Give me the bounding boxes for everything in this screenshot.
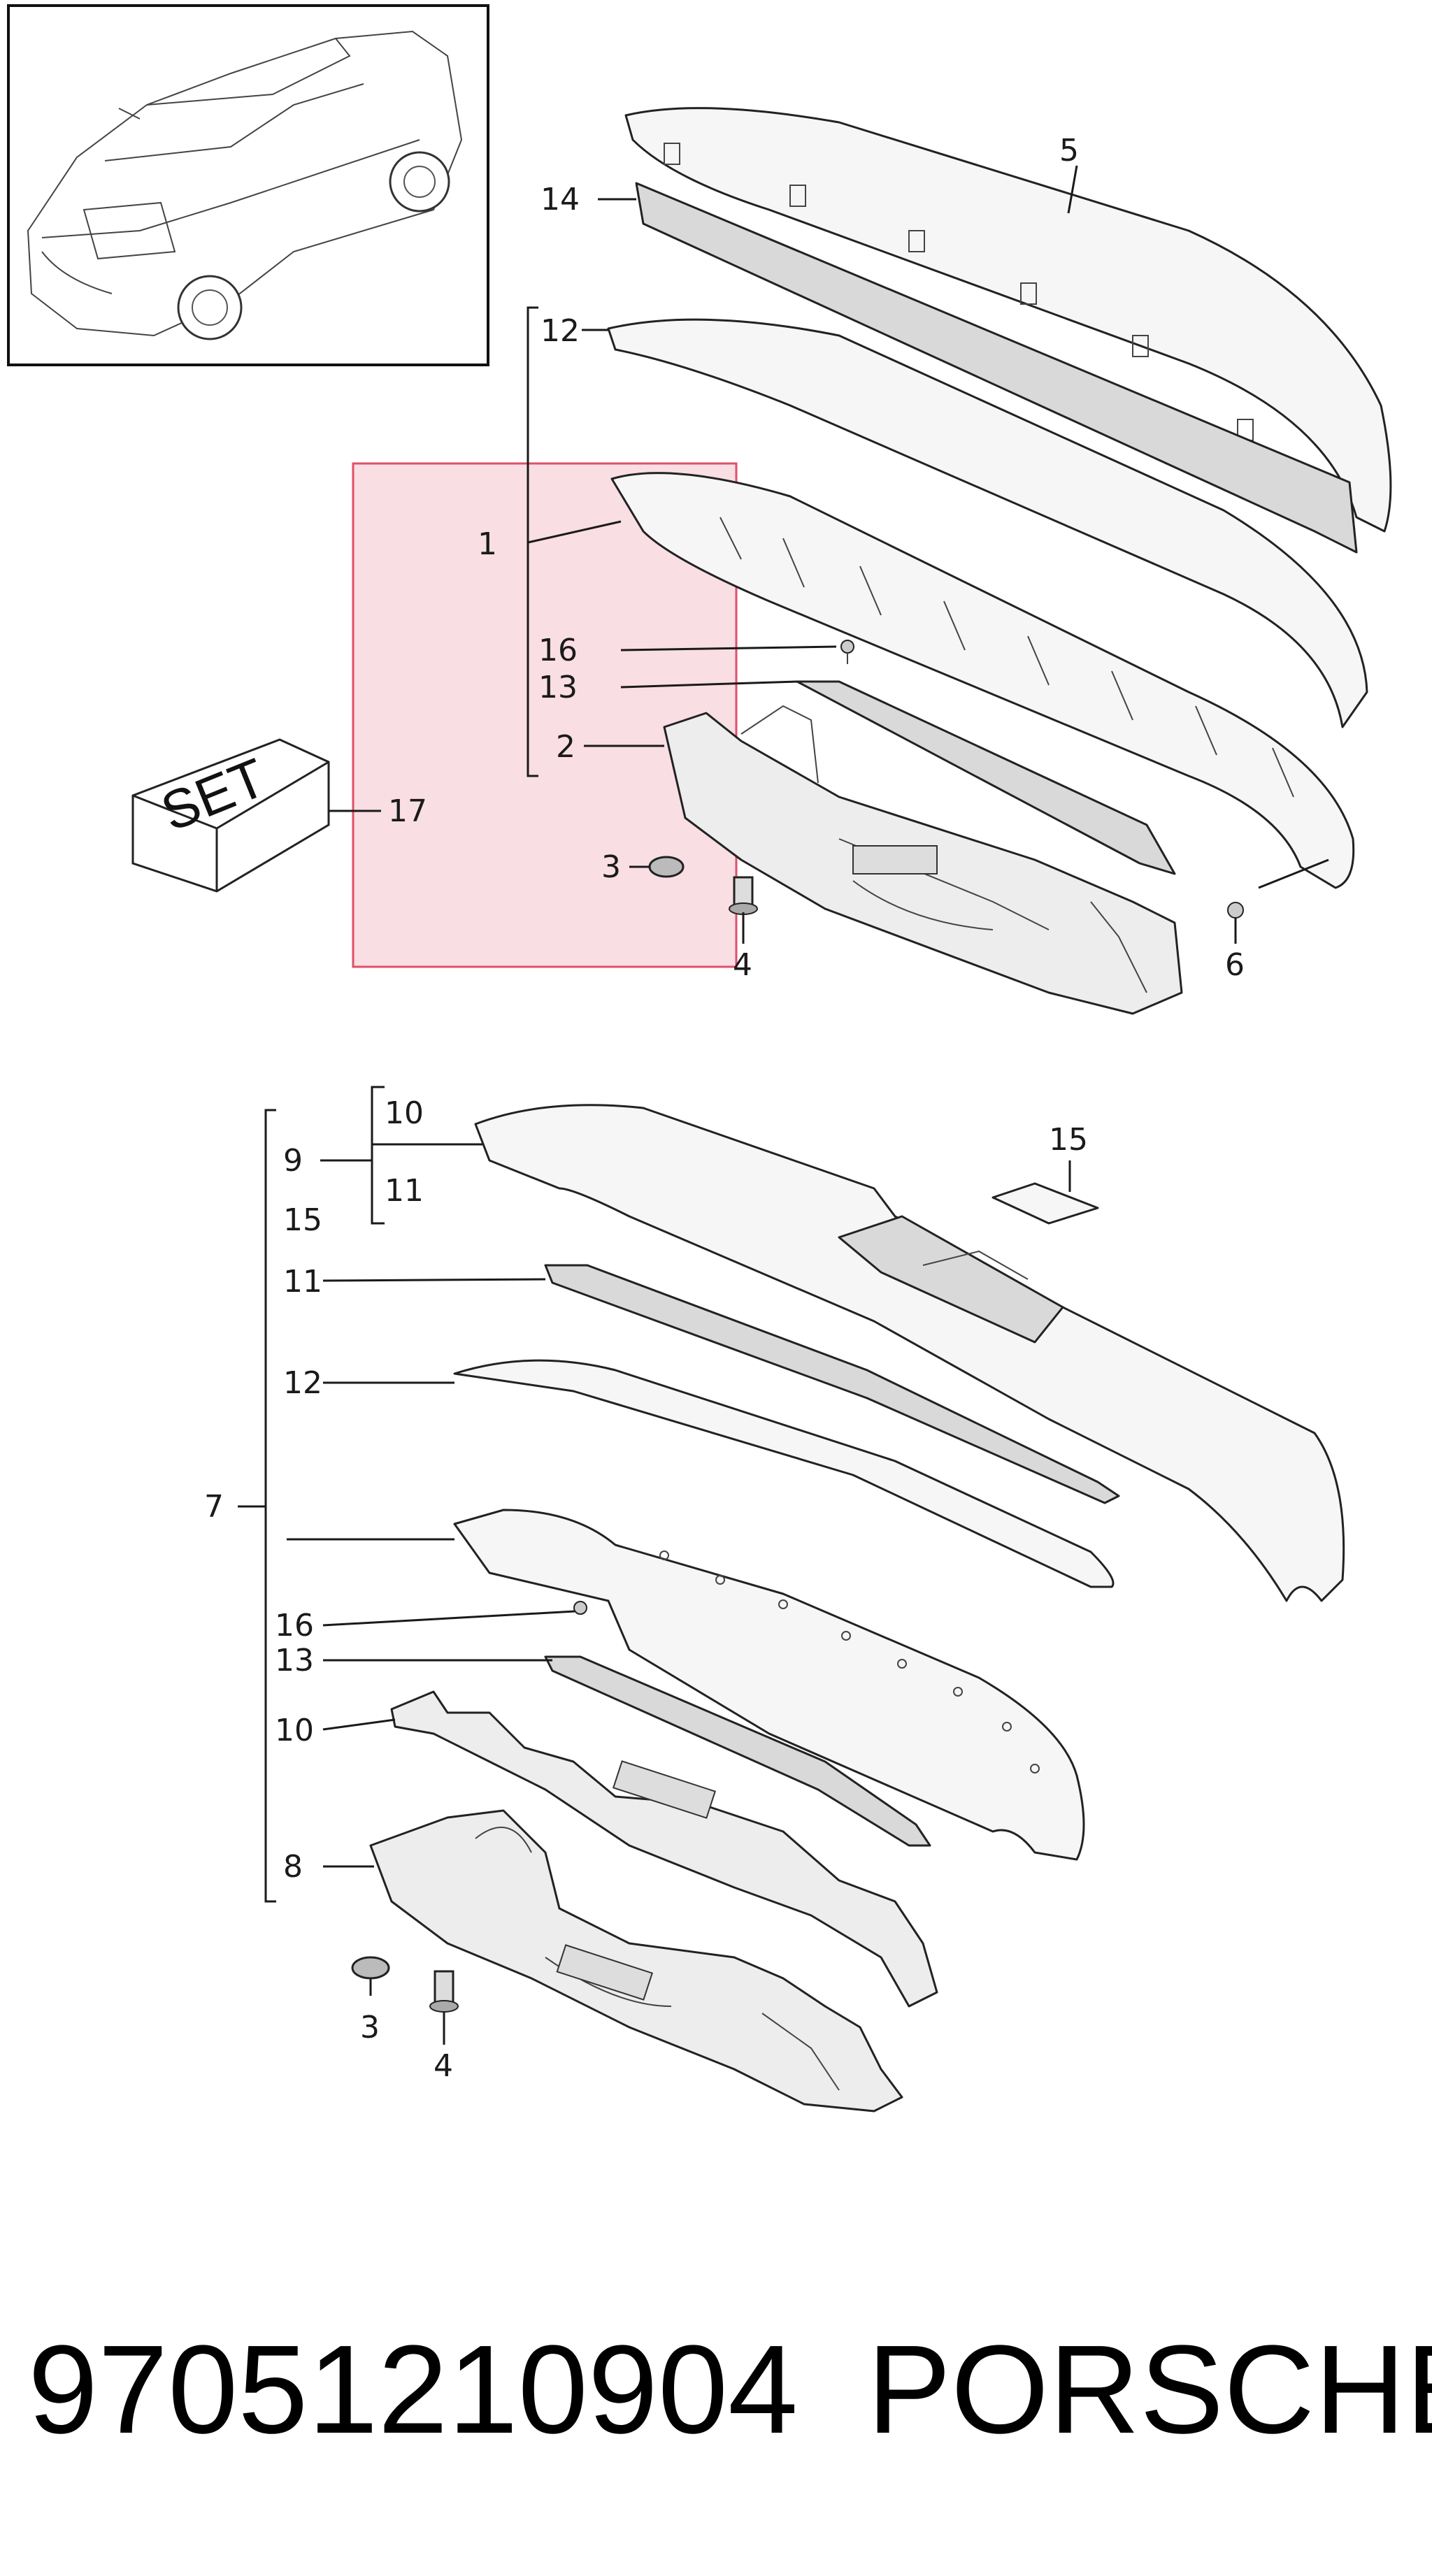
part-14-seal-strip bbox=[635, 182, 1358, 554]
part-5-spoiler-cover bbox=[624, 107, 1392, 533]
callout-15-right: 15 bbox=[1049, 1122, 1088, 1158]
callout-13: 13 bbox=[538, 670, 578, 705]
footer-brand: PORSCHE bbox=[867, 2319, 1432, 2460]
part-2-mechanism bbox=[663, 705, 1183, 1015]
part-13-bottom-strip bbox=[544, 1655, 931, 1847]
callout-15-left: 15 bbox=[283, 1202, 322, 1238]
top-assembly: SET bbox=[131, 107, 1392, 1015]
part-12-bottom-panel bbox=[453, 1359, 1115, 1588]
part-9-center-panel bbox=[838, 1215, 1064, 1344]
part-3-bottom-grommet bbox=[351, 1956, 390, 1996]
callout-12-bottom: 12 bbox=[283, 1365, 322, 1401]
car-thumbnail bbox=[7, 4, 489, 366]
callout-9: 9 bbox=[283, 1143, 303, 1179]
part-12-inner-panel bbox=[607, 318, 1368, 728]
callout-17: 17 bbox=[388, 793, 427, 829]
callout-3: 3 bbox=[601, 849, 621, 885]
callout-8: 8 bbox=[283, 1849, 303, 1885]
callout-5: 5 bbox=[1059, 133, 1079, 168]
bottom-assembly bbox=[238, 1086, 1345, 2113]
callout-4-bottom: 4 bbox=[434, 2048, 453, 2084]
callout-1: 1 bbox=[478, 526, 497, 562]
part-11-strip bbox=[544, 1264, 1120, 1504]
callout-3-bottom: 3 bbox=[360, 2010, 380, 2045]
part-8-mechanism bbox=[369, 1809, 903, 2113]
part-10-cable bbox=[390, 1690, 938, 2008]
callout-11-top: 11 bbox=[385, 1173, 424, 1209]
part-5-tabs bbox=[664, 143, 1254, 441]
part-9-spoiler bbox=[474, 1104, 1345, 1602]
footer-part-number: 97051210904 bbox=[28, 2319, 798, 2460]
part-4-bottom-bolt bbox=[429, 1970, 459, 2045]
part-13-strip bbox=[796, 680, 1176, 875]
part-1-lower-frame bbox=[610, 472, 1355, 889]
callout-16-bottom: 16 bbox=[275, 1608, 314, 1643]
callout-10-bottom: 10 bbox=[275, 1713, 314, 1748]
callout-14: 14 bbox=[540, 182, 580, 217]
part-15-insert bbox=[991, 1182, 1099, 1225]
callout-16: 16 bbox=[538, 633, 578, 668]
callout-10-top: 10 bbox=[385, 1095, 424, 1131]
part-7-frame bbox=[453, 1509, 1085, 1861]
callout-12: 12 bbox=[540, 313, 580, 349]
part-16-screw bbox=[840, 640, 854, 664]
part-7-holes bbox=[659, 1550, 1040, 1773]
part-3-grommet bbox=[648, 856, 685, 878]
callout-2: 2 bbox=[556, 729, 575, 765]
set-box: SET bbox=[131, 738, 330, 893]
part-16-bottom-screw bbox=[573, 1601, 587, 1615]
part-6-nut bbox=[1227, 902, 1244, 944]
callout-7: 7 bbox=[204, 1489, 224, 1525]
part-1-ribs bbox=[719, 517, 1294, 798]
callout-4: 4 bbox=[733, 947, 752, 983]
callout-6: 6 bbox=[1225, 947, 1245, 983]
callout-13-bottom: 13 bbox=[275, 1643, 314, 1678]
callout-11: 11 bbox=[283, 1264, 322, 1300]
part-4-bolt bbox=[729, 876, 758, 944]
